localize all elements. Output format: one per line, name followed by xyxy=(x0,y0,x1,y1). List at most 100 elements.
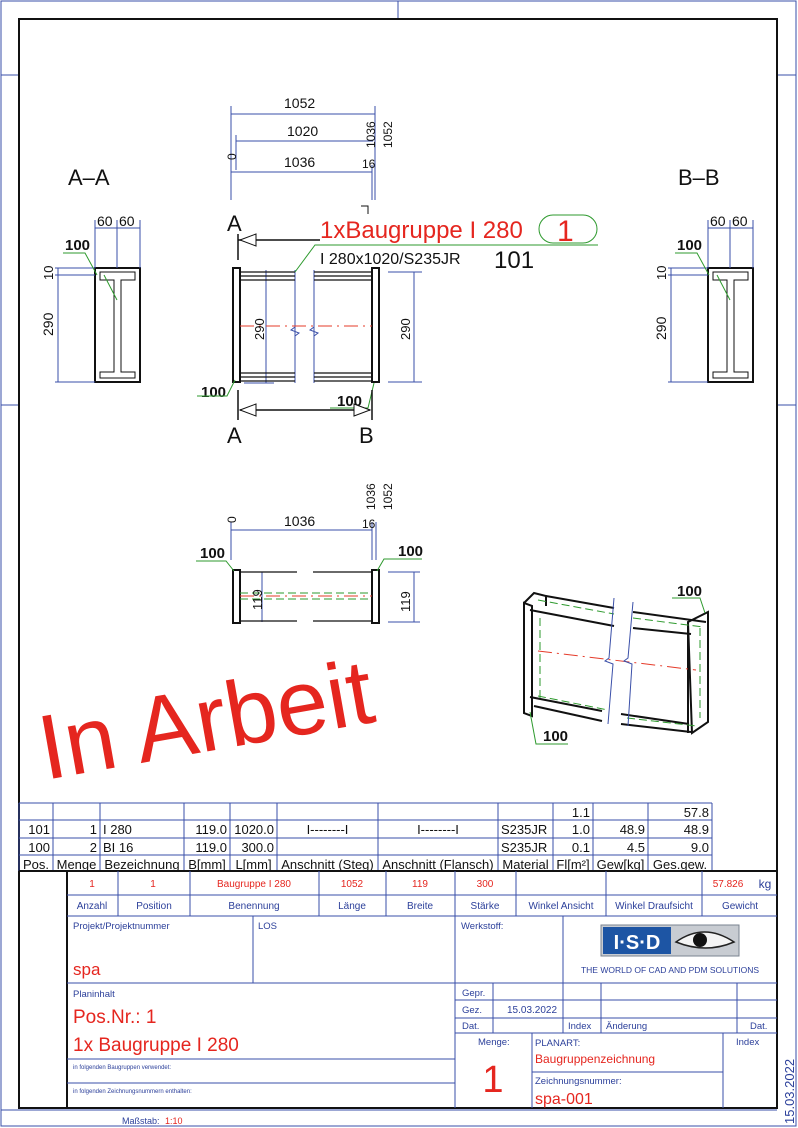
top-view: 1036 0 16 1036 1052 119 119 100 100 xyxy=(196,483,423,624)
table-cell: 100 xyxy=(28,840,50,855)
dim-0: 0 xyxy=(225,153,239,160)
dim-119: 119 xyxy=(250,589,265,610)
title-block: 1 1 Baugruppe I 280 1052 119 300 57.826 … xyxy=(1,870,797,1126)
column-header: L[mm] xyxy=(235,857,271,872)
gewicht-label: Gewicht xyxy=(722,901,758,912)
position-callout: 101 xyxy=(494,247,534,274)
dim-16: 16 xyxy=(362,157,376,171)
dim-1036: 1036 xyxy=(284,513,315,529)
gewicht-unit: kg xyxy=(759,877,772,891)
laenge-value: 1052 xyxy=(341,879,364,890)
pos-label-100: 100 xyxy=(677,237,702,254)
table-row-total: 1.1 57.8 xyxy=(572,805,709,820)
dim-60: 60 xyxy=(710,213,726,229)
table-cell: 0.1 xyxy=(572,840,590,855)
section-b-label: B–B xyxy=(678,165,720,190)
table-cell: 2 xyxy=(90,840,97,855)
dim-290: 290 xyxy=(40,312,56,336)
column-header: Menge xyxy=(57,857,97,872)
table-cell: 4.5 xyxy=(627,840,645,855)
dim-10: 10 xyxy=(41,266,56,280)
menge-label: Menge: xyxy=(478,1037,510,1048)
dim-0: 0 xyxy=(225,516,239,523)
column-header: Anschnitt (Steg) xyxy=(281,857,374,872)
section-b-view: B–B 60 60 290 10 100 xyxy=(653,165,754,383)
dat-label: Dat. xyxy=(462,1021,479,1032)
section-a-label: A–A xyxy=(68,165,110,190)
table-cell: BI 16 xyxy=(103,840,133,855)
massstab-label: Maßstab: xyxy=(122,1116,160,1126)
breite-label: Breite xyxy=(407,901,434,912)
dim-290: 290 xyxy=(653,316,669,340)
table-cell: 1.1 xyxy=(572,805,590,820)
winkel-ansicht-label: Winkel Ansicht xyxy=(528,901,593,912)
column-header: Anschnitt (Flansch) xyxy=(382,857,493,872)
assembly-callout: 1xBaugruppe I 280 xyxy=(320,217,523,244)
in-arbeit-stamp: In Arbeit xyxy=(31,641,381,800)
anzahl-value: 1 xyxy=(89,879,95,890)
dim-1036-vertical: 1036 xyxy=(364,121,378,148)
staerke-label: Stärke xyxy=(471,901,500,912)
table-cell: I--------I xyxy=(417,822,459,837)
planart-label: PLANART: xyxy=(535,1038,580,1049)
column-header: Bezeichnung xyxy=(104,857,179,872)
dim-16: 16 xyxy=(362,517,376,531)
dim-290: 290 xyxy=(398,318,413,340)
cut-label-a: A xyxy=(227,423,242,448)
pos-label-100: 100 xyxy=(677,583,702,600)
table-cell: 57.8 xyxy=(684,805,709,820)
pos-label-100: 100 xyxy=(543,728,568,745)
index-label: Index xyxy=(568,1021,591,1032)
werkstoff-label: Werkstoff: xyxy=(461,921,503,932)
dim-1052-vertical: 1052 xyxy=(381,121,395,148)
laenge-label: Länge xyxy=(338,901,366,912)
table-cell: 1020.0 xyxy=(234,822,274,837)
isd-logo: I·S·D THE WORLD OF CAD AND PDM SOLUTIONS xyxy=(581,924,759,975)
table-cell: 119.0 xyxy=(195,822,227,837)
pos-nr-value: Pos.Nr.: 1 xyxy=(73,1007,156,1028)
table-header: Pos. Menge Bezeichnung B[mm] L[mm] Anschnitt … xyxy=(23,857,707,872)
planart-value: Baugruppenzeichnung xyxy=(535,1052,655,1066)
column-header: Gew[kg] xyxy=(597,857,645,872)
aenderung-label: Änderung xyxy=(606,1021,647,1032)
gez-label: Gez. xyxy=(462,1005,482,1016)
position-label: Position xyxy=(136,901,172,912)
dim-60: 60 xyxy=(732,213,748,229)
profile-callout: I 280x1020/S235JR xyxy=(320,251,461,268)
table-cell: 300.0 xyxy=(241,840,274,855)
pos-label-100: 100 xyxy=(65,237,90,254)
dim-1020: 1020 xyxy=(287,123,318,139)
gepr-label: Gepr. xyxy=(462,988,485,999)
column-header: Pos. xyxy=(23,857,49,872)
dim-1052-vertical: 1052 xyxy=(381,483,395,510)
plan-title-value: 1x Baugruppe I 280 xyxy=(73,1035,239,1056)
column-header: Material xyxy=(502,857,548,872)
drawing-frame xyxy=(18,18,778,1109)
benennung-label: Benennung xyxy=(228,901,279,912)
projekt-value: spa xyxy=(73,960,101,979)
dim-60: 60 xyxy=(97,213,113,229)
table-cell: 9.0 xyxy=(691,840,709,855)
position-value: 1 xyxy=(150,879,156,890)
table-cell: 48.9 xyxy=(620,822,645,837)
dim-1052: 1052 xyxy=(284,95,315,111)
table-cell: 1.0 xyxy=(572,822,590,837)
column-header: B[mm] xyxy=(188,857,226,872)
section-a-view: A–A 60 60 290 10 100 xyxy=(40,165,141,383)
logo-text: I·S·D xyxy=(614,932,661,954)
gewicht-value: 57.826 xyxy=(713,879,744,890)
pos-label-100: 100 xyxy=(200,545,225,562)
table-cell: 48.9 xyxy=(684,822,709,837)
breite-value: 119 xyxy=(412,879,428,890)
dim-10: 10 xyxy=(654,266,669,280)
baugruppen-label: in folgenden Baugruppen verwendet: xyxy=(73,1065,171,1071)
table-cell: 101 xyxy=(28,822,50,837)
staerke-value: 300 xyxy=(477,879,494,890)
dim-290: 290 xyxy=(252,318,267,340)
isometric-view: 100 100 xyxy=(523,583,709,745)
column-header: Fl[m²] xyxy=(556,857,589,872)
